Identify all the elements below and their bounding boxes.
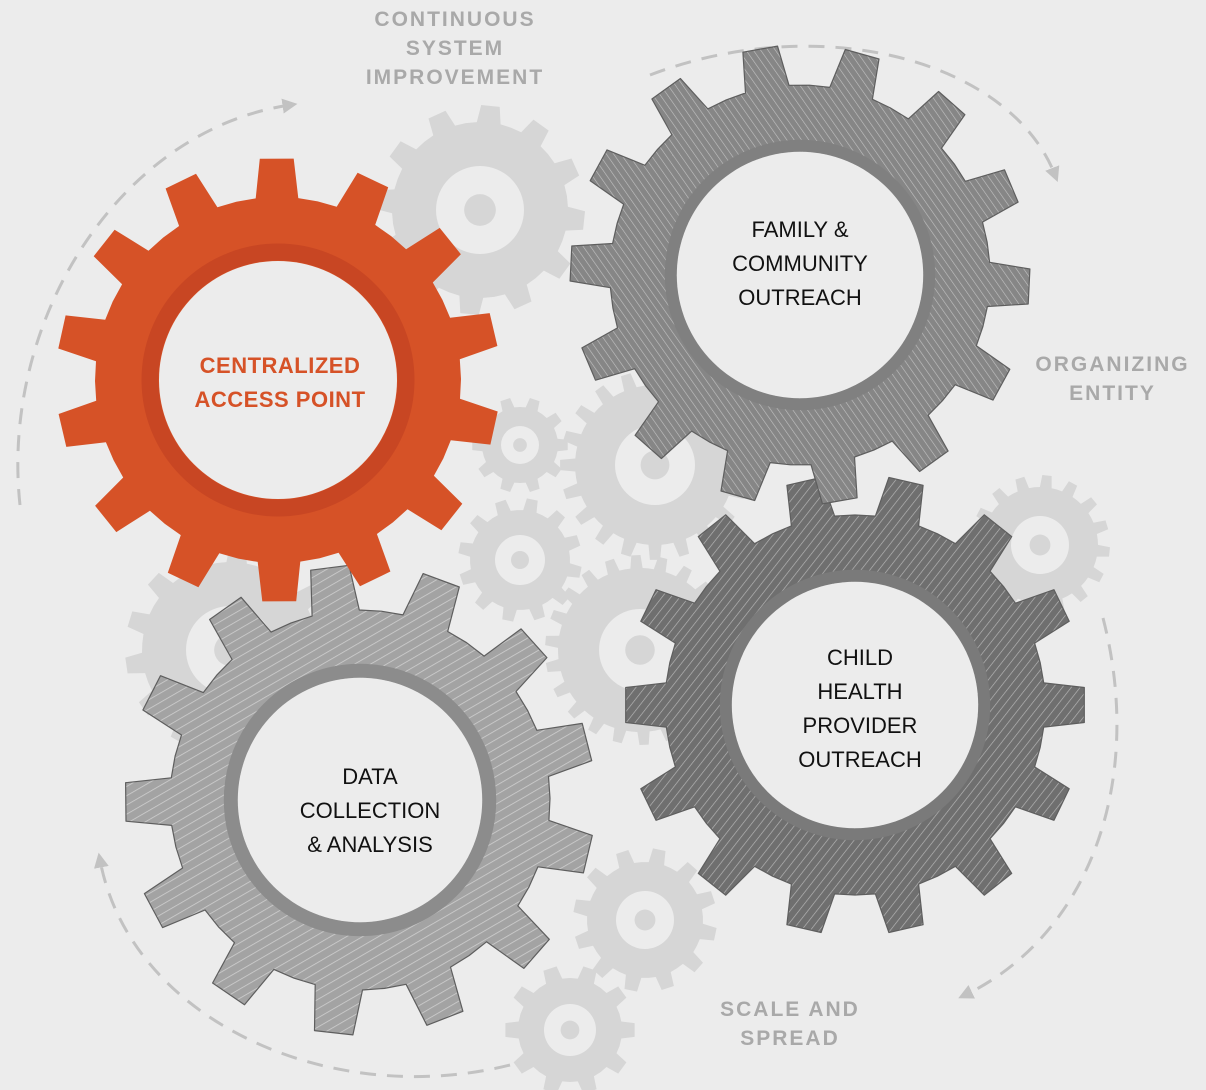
background-gear-icon: [458, 498, 582, 622]
centralized-access-gear-icon: [58, 158, 498, 602]
cycle-arrow-bottom-left: [94, 852, 511, 1079]
child-health-provider-outreach-label: CHILD HEALTH PROVIDER OUTREACH: [798, 645, 922, 772]
background-gear-icon: [472, 398, 568, 492]
label-continuous-system-improvement: CONTINUOUS SYSTEM IMPROVEMENT: [365, 8, 545, 89]
background-gear-icon: [573, 848, 717, 992]
main-gears: [58, 45, 1085, 1036]
family-community-outreach-label: FAMILY & COMMUNITY OUTREACH: [732, 217, 868, 310]
background-gear-icon: [505, 966, 635, 1090]
cycle-arrow-bottom-right: [958, 617, 1119, 999]
background-gear-icon: [970, 475, 1110, 615]
cycle-arrow-top-left: [16, 98, 298, 506]
label-scale-and-spread: SCALE AND SPREAD: [720, 998, 860, 1050]
data-collection-gear-icon: [125, 564, 593, 1036]
family-outreach-gear-icon: [569, 45, 1031, 505]
centralized-access-point-label: CENTRALIZED ACCESS POINT: [194, 353, 366, 412]
label-organizing-entity: ORGANIZING ENTITY: [1035, 353, 1190, 405]
cycle-arrow-top-right: [649, 44, 1060, 182]
data-collection-analysis-label: DATA COLLECTION & ANALYSIS: [299, 764, 441, 857]
child-health-gear-icon: [625, 476, 1085, 934]
